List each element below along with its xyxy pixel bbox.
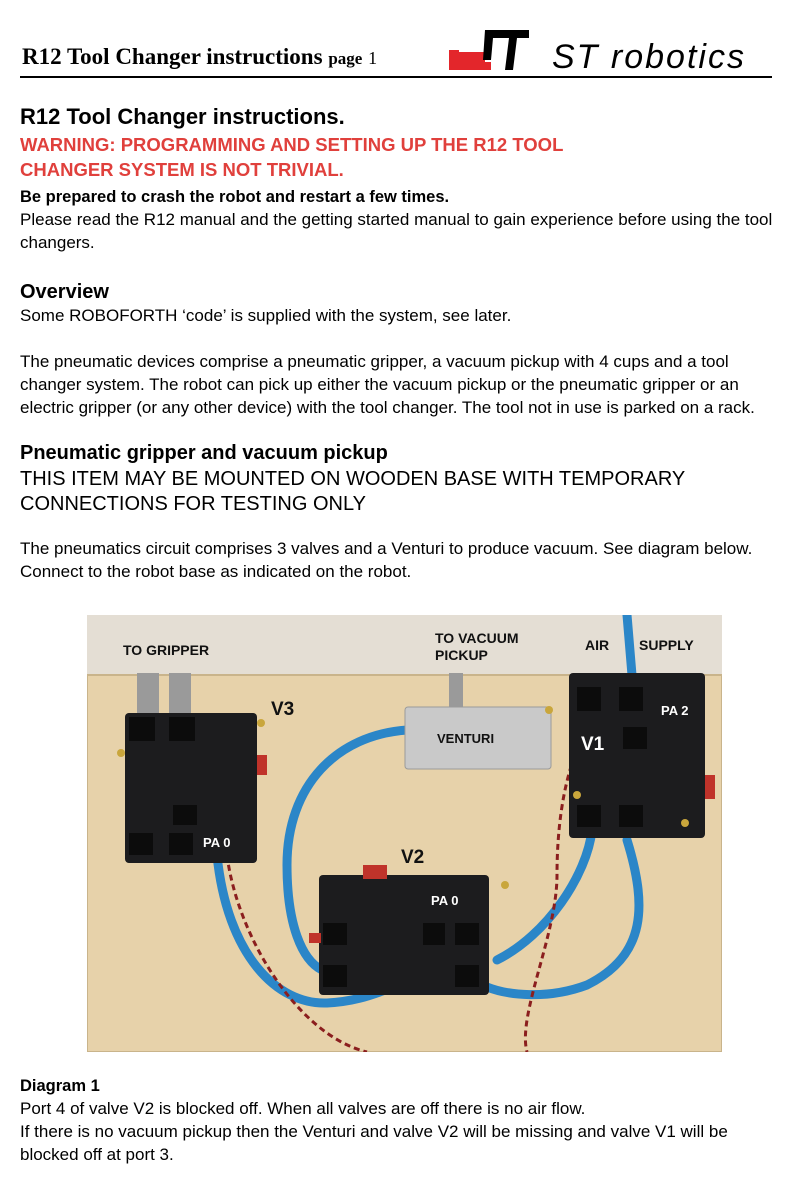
warning-line-2: CHANGER SYSTEM IS NOT TRIVIAL. — [20, 159, 344, 180]
page-header: R12 Tool Changer instructions page 1 ST … — [20, 26, 772, 78]
header-page-word: page — [328, 49, 363, 68]
pneumatic-heading: Pneumatic gripper and vacuum pickup — [20, 442, 388, 464]
crash-notice: Be prepared to crash the robot and resta… — [20, 188, 450, 206]
label-to-vacuum-2: PICKUP — [435, 647, 488, 663]
header-rule — [20, 76, 772, 78]
valve-v2 — [309, 865, 489, 995]
caption-title: Diagram 1 — [20, 1077, 100, 1095]
label-v2: V2 — [401, 847, 424, 868]
overview-paragraph-2: The pneumatic devices comprise a pneumat… — [20, 352, 755, 417]
warning-line-1: WARNING: PROGRAMMING AND SETTING UP THE … — [20, 134, 564, 155]
header-title-text: R12 Tool Changer instructions — [22, 44, 323, 69]
caption-line-2: If there is no vacuum pickup then the Ve… — [20, 1122, 728, 1164]
label-pa0-mid: PA 0 — [431, 893, 458, 908]
overview-heading: Overview — [20, 281, 109, 303]
label-pa0-left: PA 0 — [203, 835, 230, 850]
page-content: R12 Tool Changer instructions. WARNING: … — [20, 104, 790, 583]
st-robotics-logo-icon — [449, 30, 529, 70]
label-pa2: PA 2 — [661, 703, 688, 718]
caps-line-2: CONNECTIONS FOR TESTING ONLY — [20, 493, 366, 515]
header-page-number: 1 — [368, 48, 378, 68]
venturi-block — [404, 673, 552, 770]
label-to-gripper: TO GRIPPER — [123, 642, 209, 658]
brand-name: ST robotics — [552, 38, 746, 76]
pneumatics-photo: TO GRIPPER TO VACUUM PICKUP AIR SUPPLY V… — [87, 615, 722, 1052]
valve-v3 — [125, 673, 267, 863]
caption-line-1: Port 4 of valve V2 is blocked off. When … — [20, 1099, 586, 1118]
caps-line-1: THIS ITEM MAY BE MOUNTED ON WOODEN BASE … — [20, 468, 686, 490]
header-title: R12 Tool Changer instructions page 1 — [22, 44, 377, 70]
label-to-vacuum-1: TO VACUUM — [435, 630, 518, 646]
pneumatic-paragraph: The pneumatics circuit comprises 3 valve… — [20, 539, 753, 581]
label-v1: V1 — [581, 734, 605, 755]
overview-paragraph-1: Some ROBOFORTH ‘code’ is supplied with t… — [20, 306, 512, 325]
label-v3: V3 — [271, 699, 294, 720]
label-supply: SUPPLY — [639, 637, 694, 653]
label-venturi: VENTURI — [437, 731, 494, 746]
label-air: AIR — [585, 637, 609, 653]
intro-paragraph: Please read the R12 manual and the getti… — [20, 210, 773, 252]
page-title: R12 Tool Changer instructions. — [20, 104, 345, 129]
valve-v1 — [569, 673, 715, 838]
diagram-caption: Diagram 1 Port 4 of valve V2 is blocked … — [20, 1075, 790, 1166]
